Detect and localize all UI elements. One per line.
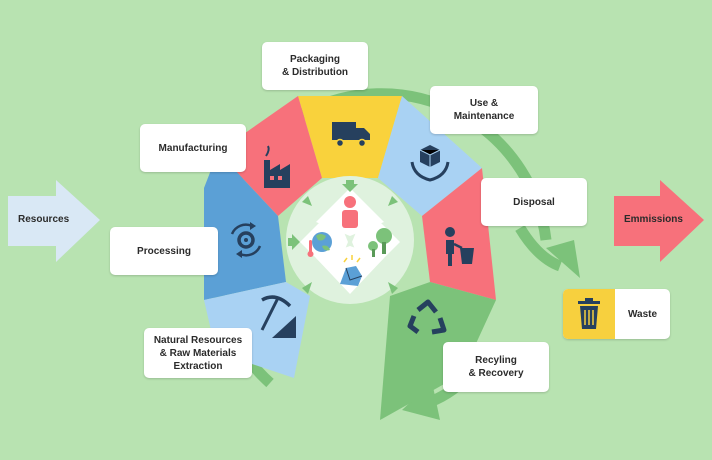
resources-arrow [8, 180, 100, 262]
gear-cycle-icon [230, 222, 262, 258]
trash-can-icon [578, 298, 600, 329]
hands-box-icon [410, 145, 450, 182]
hub-arrow-top [342, 180, 358, 192]
hub-arrow-bottomright [388, 282, 398, 294]
waste-branch-arrowhead [546, 240, 580, 278]
recycle-icon [407, 299, 447, 335]
sector-processing [204, 152, 286, 300]
person-trash-icon [445, 227, 474, 266]
recycling-label: Recyling & Recovery [443, 342, 549, 392]
use-label: Use & Maintenance [430, 86, 538, 134]
emissions-label: Emmissions [624, 214, 683, 225]
factory-icon [264, 145, 290, 188]
hub-arrow-left [288, 234, 300, 250]
waste-label: Waste [627, 308, 658, 320]
earth-icon [307, 232, 332, 257]
hub-arrow-topleft [302, 196, 312, 206]
waste-branch-arrow [515, 225, 563, 272]
truck-icon [332, 122, 370, 148]
waste-card: Waste [563, 289, 670, 339]
sector-recycling [380, 282, 496, 420]
mineral-icon [340, 255, 363, 286]
sector-manufacturing [218, 96, 322, 216]
tree-icon [368, 228, 392, 257]
hub-circle [286, 176, 414, 304]
resources-label: Resources [18, 214, 70, 225]
manufacturing-label: Manufacturing [140, 124, 246, 172]
processing-label: Processing [110, 227, 218, 275]
pickaxe-mine-icon [260, 295, 296, 338]
disposal-label: Disposal [481, 178, 587, 226]
extraction-label: Natural Resources & Raw Materials Extrac… [144, 328, 252, 378]
hub-arrow-topright [388, 196, 398, 206]
emissions-arrow [614, 180, 704, 262]
sector-disposal [422, 168, 496, 300]
hub-arrow-bottomleft [302, 282, 312, 294]
packaging-label: Packaging & Distribution [262, 42, 368, 90]
person-icon [342, 196, 358, 228]
waste-icon-panel [563, 289, 615, 339]
